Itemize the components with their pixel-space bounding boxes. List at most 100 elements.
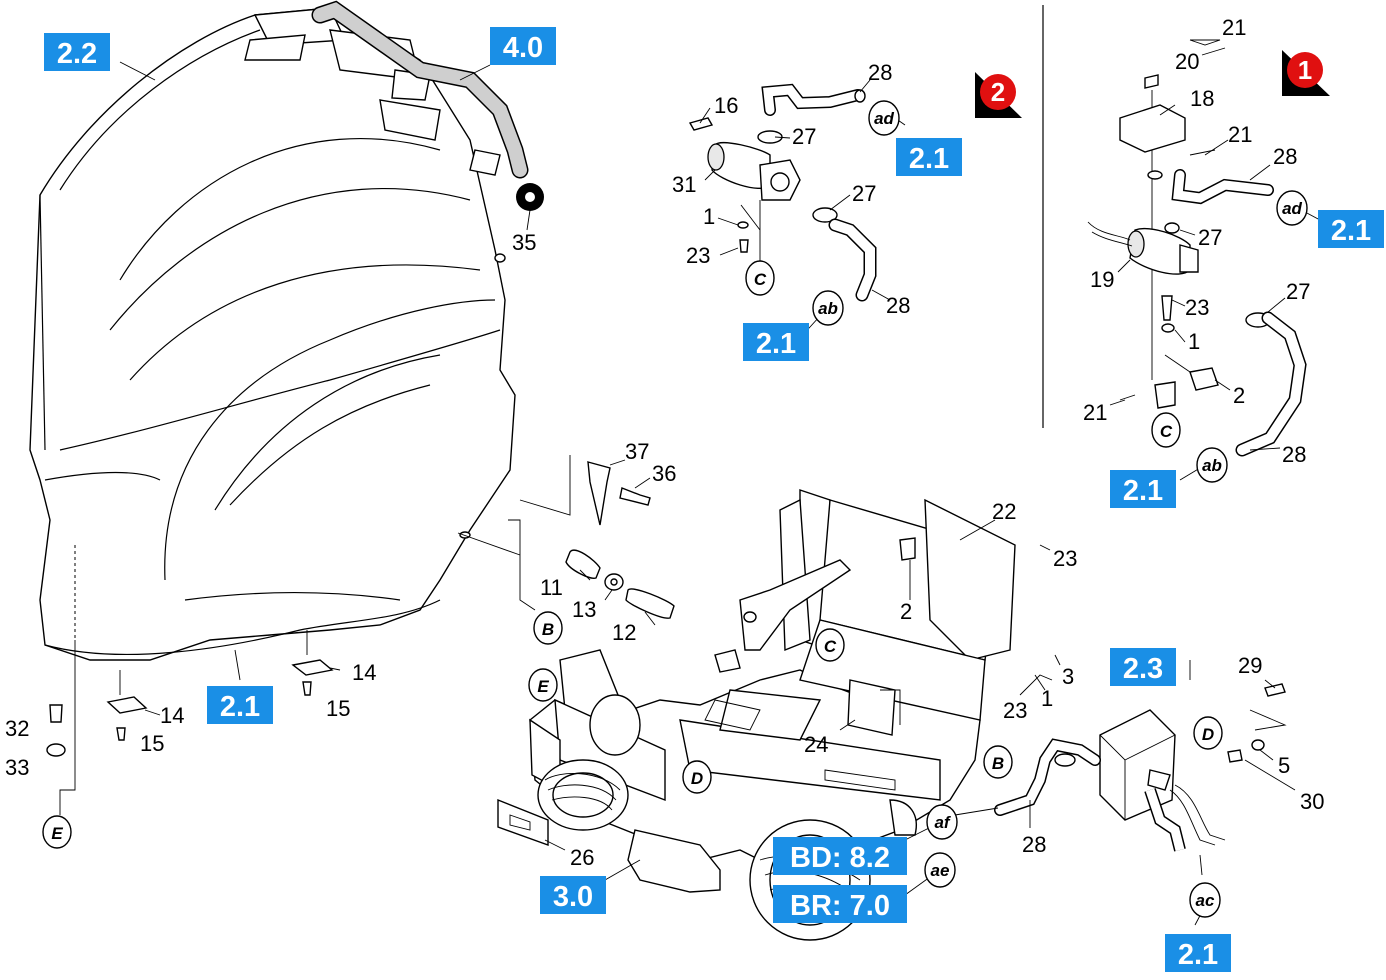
part-number: 32 — [5, 716, 29, 741]
svg-text:4.0: 4.0 — [503, 32, 543, 64]
part-number: 19 — [1090, 267, 1114, 292]
part-number: 1 — [703, 204, 715, 229]
svg-text:E: E — [51, 824, 63, 843]
svg-text:2.1: 2.1 — [1123, 475, 1163, 507]
connector-d-heater: D — [1193, 716, 1223, 750]
part-number: 35 — [512, 230, 536, 255]
section-tag-2-2[interactable]: 2.2 — [44, 33, 110, 71]
connector-d-chassis: D — [682, 760, 712, 794]
part-number: 21 — [1222, 15, 1246, 40]
variant-badge-2: 2 — [975, 72, 1022, 118]
part-number: 1 — [1041, 686, 1053, 711]
section-tag-2-3[interactable]: 2.3 — [1110, 648, 1176, 686]
svg-text:2.1: 2.1 — [220, 691, 260, 723]
pump-assembly-variant-2 — [688, 83, 877, 302]
part-number: 21 — [1083, 400, 1107, 425]
part-number: 28 — [886, 293, 910, 318]
part-number: 24 — [804, 732, 828, 757]
connector-e-left: E — [42, 815, 72, 849]
part-number: 11 — [540, 575, 563, 600]
svg-text:2.2: 2.2 — [57, 38, 97, 70]
svg-text:ab: ab — [1202, 456, 1222, 475]
svg-text:B: B — [542, 620, 554, 639]
svg-text:2.1: 2.1 — [1331, 215, 1371, 247]
connector-c-v1: C — [1151, 412, 1181, 448]
part-number: 31 — [672, 172, 696, 197]
svg-text:2: 2 — [991, 77, 1005, 107]
connector-b-right: B — [983, 745, 1013, 779]
section-tag-2-1-pump2-bottom[interactable]: 2.1 — [743, 323, 809, 361]
svg-text:3.0: 3.0 — [553, 881, 593, 913]
part-number: 18 — [1190, 86, 1214, 111]
svg-text:C: C — [824, 637, 837, 656]
section-tag-br-7-0[interactable]: BR: 7.0 — [773, 885, 907, 923]
svg-text:2.3: 2.3 — [1123, 653, 1163, 685]
section-tag-3-0[interactable]: 3.0 — [540, 876, 606, 914]
part-number: 28 — [868, 60, 892, 85]
part-number: 33 — [5, 755, 29, 780]
part-number-labels: 16 28 27 31 27 1 23 28 21 20 18 21 28 27… — [5, 15, 1324, 870]
part-number: 29 — [1238, 653, 1262, 678]
svg-text:B: B — [992, 754, 1004, 773]
connector-c-chassis: C — [815, 628, 845, 662]
part-number: 20 — [1175, 49, 1199, 74]
connector-ab-v1: ab — [1196, 447, 1228, 483]
part-number: 21 — [1228, 122, 1252, 147]
part-number: 28 — [1022, 832, 1046, 857]
part-number: 3 — [1062, 664, 1074, 689]
svg-text:2.1: 2.1 — [1178, 939, 1218, 971]
part-number: 26 — [570, 845, 594, 870]
svg-text:ae: ae — [931, 861, 950, 880]
svg-text:2.1: 2.1 — [756, 328, 796, 360]
small-fasteners — [46, 630, 334, 757]
part-number: 27 — [1286, 279, 1310, 304]
part-number: 5 — [1278, 753, 1290, 778]
section-tag-2-1-pump2-top[interactable]: 2.1 — [896, 138, 962, 176]
part-number: 14 — [160, 703, 184, 728]
svg-text:af: af — [934, 813, 951, 832]
svg-text:BD: 8.2: BD: 8.2 — [790, 842, 890, 874]
part-number: 1 — [1188, 329, 1200, 354]
connector-ac: ac — [1189, 882, 1221, 918]
svg-text:C: C — [754, 270, 767, 289]
part-number: 27 — [852, 181, 876, 206]
part-number: 15 — [140, 731, 164, 756]
svg-text:ad: ad — [874, 109, 894, 128]
svg-text:1: 1 — [1298, 55, 1312, 85]
part-number: 30 — [1300, 789, 1324, 814]
part-number: 37 — [625, 439, 649, 464]
section-tag-2-1-body[interactable]: 2.1 — [207, 686, 273, 724]
section-tag-2-1-pump1-bottom[interactable]: 2.1 — [1110, 470, 1176, 508]
connector-c-v2: C — [745, 260, 775, 296]
part-number: 14 — [352, 660, 376, 685]
section-tag-4-0[interactable]: 4.0 — [490, 27, 556, 65]
section-tag-2-1-heater[interactable]: 2.1 — [1165, 934, 1231, 972]
part-number: 23 — [1003, 698, 1027, 723]
part-number: 22 — [992, 499, 1016, 524]
part-number: 36 — [652, 461, 676, 486]
svg-text:C: C — [1160, 422, 1173, 441]
pump-assembly-variant-1 — [1087, 39, 1307, 457]
part-number: 28 — [1282, 442, 1306, 467]
connector-e-chassis: E — [528, 668, 558, 702]
part-number: 27 — [1198, 225, 1222, 250]
part-number: 15 — [326, 696, 350, 721]
part-number: 28 — [1273, 144, 1297, 169]
variant-badge-1: 1 — [1282, 50, 1330, 96]
svg-text:ac: ac — [1196, 891, 1215, 910]
section-tag-bd-8-2[interactable]: BD: 8.2 — [773, 837, 907, 875]
part-number: 2 — [1233, 383, 1245, 408]
connector-ad-v2: ad — [868, 100, 900, 136]
part-number: 12 — [612, 620, 636, 645]
svg-text:D: D — [691, 769, 703, 788]
svg-text:2.1: 2.1 — [909, 143, 949, 175]
part-number: 13 — [572, 597, 596, 622]
svg-text:BR: 7.0: BR: 7.0 — [790, 890, 890, 922]
section-tag-2-1-pump1-top[interactable]: 2.1 — [1318, 210, 1384, 248]
connector-af: af — [926, 804, 958, 840]
part-number: 27 — [792, 124, 816, 149]
connector-b-left: B — [533, 611, 563, 645]
connector-ab-v2: ab — [812, 290, 844, 326]
part-number: 23 — [1185, 295, 1209, 320]
